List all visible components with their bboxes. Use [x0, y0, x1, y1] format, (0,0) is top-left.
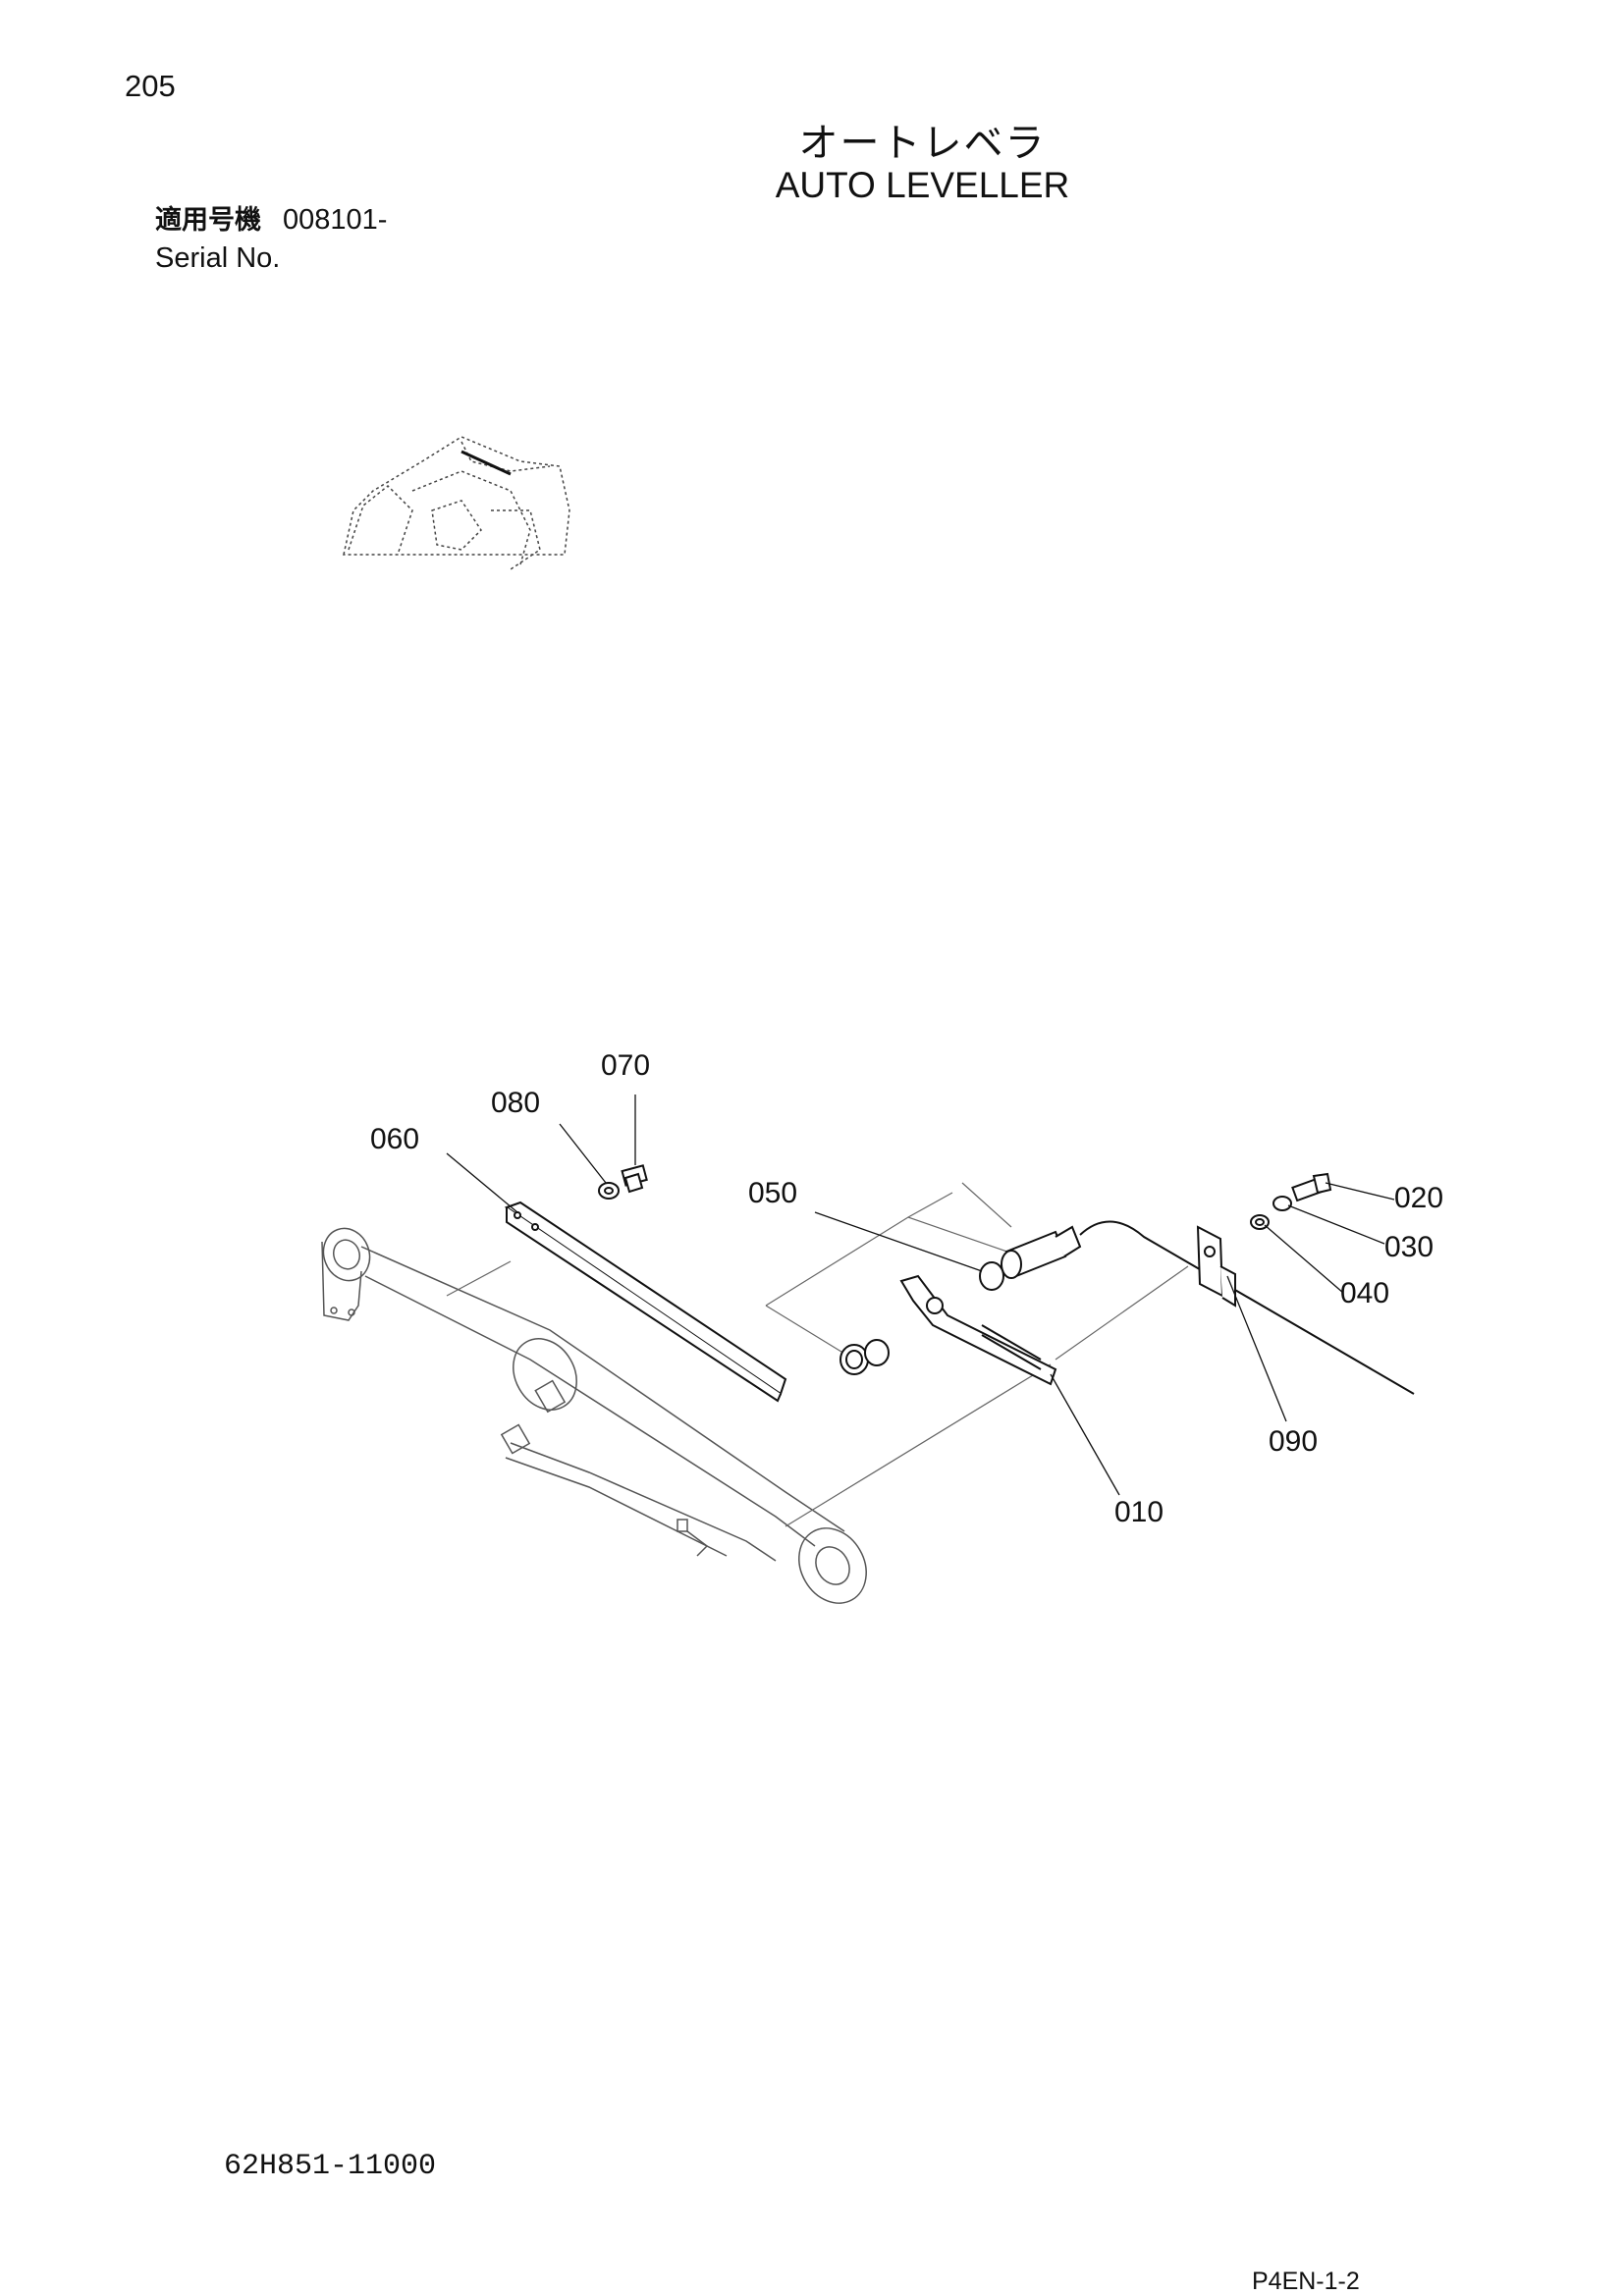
plate-060 [504, 1201, 787, 1403]
sensor-cable [1079, 1220, 1415, 1395]
callout-080: 080 [491, 1087, 540, 1119]
callout-090: 090 [1269, 1425, 1318, 1458]
serial-block: 適用号機 008101- Serial No. [155, 201, 387, 277]
title-japanese: オートレベラ [798, 121, 1047, 166]
washer-030 [1272, 1196, 1292, 1211]
callout-010: 010 [1114, 1496, 1164, 1528]
callout-leaders [446, 1095, 1395, 1496]
callout-030: 030 [1384, 1231, 1434, 1263]
serial-row: 適用号機 008101- [155, 201, 387, 240]
thumbnail-highlight [460, 450, 512, 476]
serial-value: 008101- [283, 204, 388, 236]
page-code: P4EN-1-2 [1252, 2268, 1360, 2295]
title-english: AUTO LEVELLER [775, 165, 1070, 205]
callout-040: 040 [1340, 1277, 1389, 1309]
serial-label-english: Serial No. [155, 242, 281, 274]
assembly-lines [446, 1182, 1189, 1527]
bolt-020 [1291, 1172, 1332, 1202]
callout-050: 050 [748, 1177, 797, 1209]
part-number: 62H851-11000 [224, 2150, 437, 2183]
lift-cylinder-phantom [321, 1227, 867, 1604]
bolt-070 [621, 1164, 648, 1194]
machine-location-thumbnail [343, 436, 570, 570]
page-number: 205 [125, 69, 176, 103]
callout-070: 070 [601, 1049, 650, 1082]
sensor-050 [839, 1225, 1082, 1375]
washer-080 [598, 1182, 620, 1200]
serial-label-japanese: 適用号機 [155, 205, 261, 236]
bracket-010 [899, 1274, 1057, 1386]
callout-020: 020 [1394, 1182, 1443, 1214]
clamp-090 [1196, 1225, 1236, 1308]
callout-060: 060 [370, 1123, 419, 1155]
washer-040 [1250, 1214, 1270, 1230]
